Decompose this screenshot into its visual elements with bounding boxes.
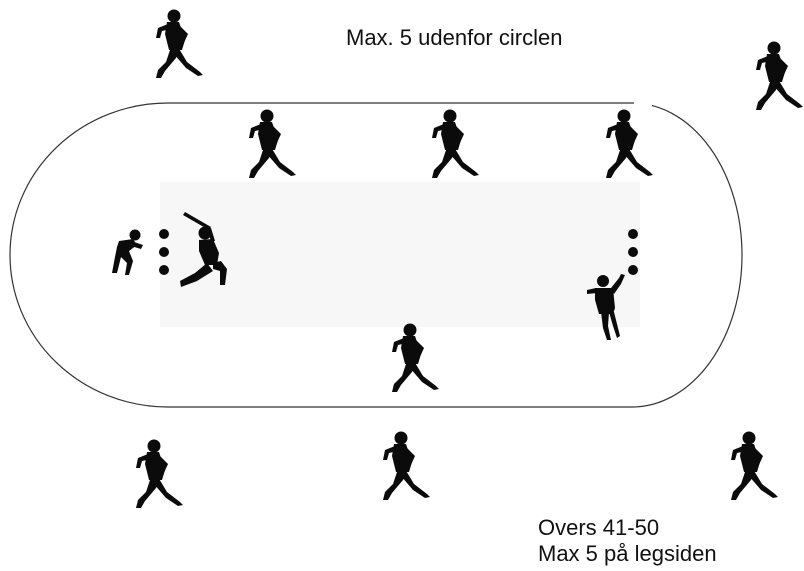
bowler-icon	[587, 274, 625, 340]
stumps-icon	[628, 229, 638, 275]
running-fielder-icon	[731, 431, 778, 500]
batsman-icon	[180, 212, 227, 287]
running-fielder-icon	[249, 109, 296, 178]
outside-circle-note: Max. 5 udenfor circlen	[346, 25, 563, 50]
wicket-keeper-icon	[112, 229, 143, 275]
running-fielder-icon	[392, 323, 439, 392]
running-fielder-icon	[756, 41, 803, 110]
running-fielder-icon	[156, 9, 203, 78]
running-fielder-icon	[136, 439, 183, 508]
overs-title: Overs 41-50	[538, 515, 660, 540]
stumps-icon	[159, 229, 169, 275]
running-fielder-icon	[606, 109, 653, 178]
pitch	[160, 182, 640, 327]
legside-note: Max 5 på legsiden	[538, 541, 717, 566]
running-fielder-icon	[383, 431, 430, 500]
running-fielder-icon	[432, 109, 479, 178]
circle-gap	[634, 98, 652, 108]
inner-circle-boundary	[9, 102, 743, 408]
